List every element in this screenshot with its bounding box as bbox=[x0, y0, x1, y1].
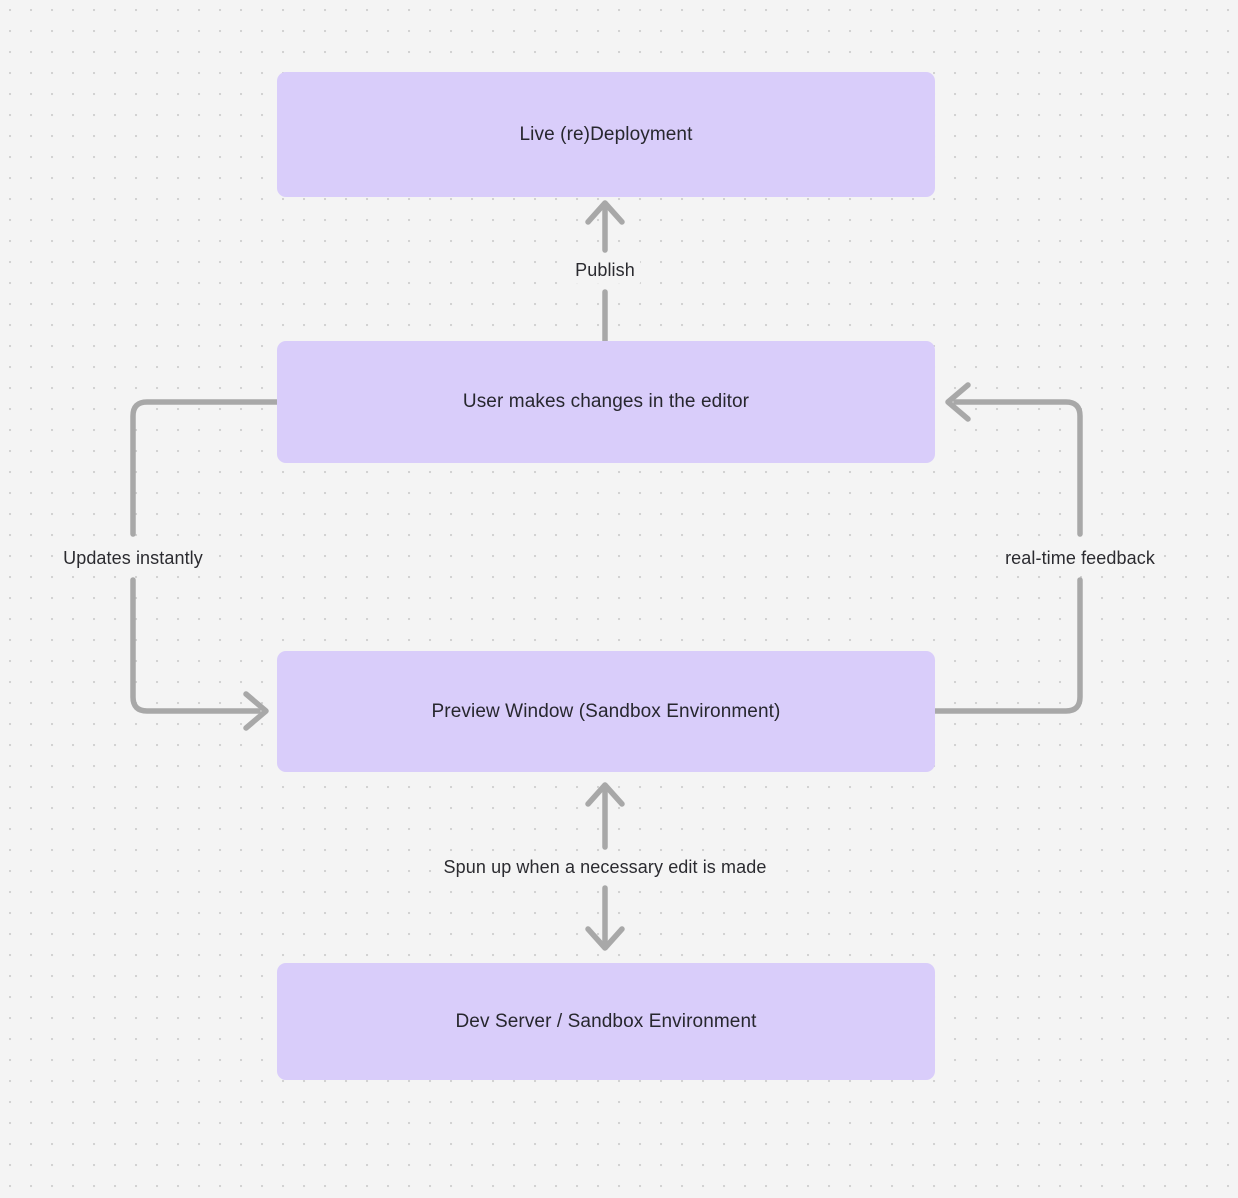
edge-label-updates-instantly: Updates instantly bbox=[58, 544, 208, 572]
node-dev-server[interactable]: Dev Server / Sandbox Environment bbox=[277, 963, 935, 1080]
node-live-deployment[interactable]: Live (re)Deployment bbox=[277, 72, 935, 197]
node-preview-window[interactable]: Preview Window (Sandbox Environment) bbox=[277, 651, 935, 772]
node-label: User makes changes in the editor bbox=[462, 391, 750, 412]
node-label: Preview Window (Sandbox Environment) bbox=[431, 700, 781, 722]
edge-label-spun-up: Spun up when a necessary edit is made bbox=[438, 853, 772, 881]
edge-label-publish: Publish bbox=[570, 256, 640, 284]
edge-label-real-time-feedback: real-time feedback bbox=[1000, 544, 1160, 572]
node-label: Dev Server / Sandbox Environment bbox=[455, 1010, 757, 1032]
node-user-edits[interactable]: User makes changes in the editor bbox=[277, 341, 935, 463]
node-label: Live (re)Deployment bbox=[519, 123, 693, 145]
